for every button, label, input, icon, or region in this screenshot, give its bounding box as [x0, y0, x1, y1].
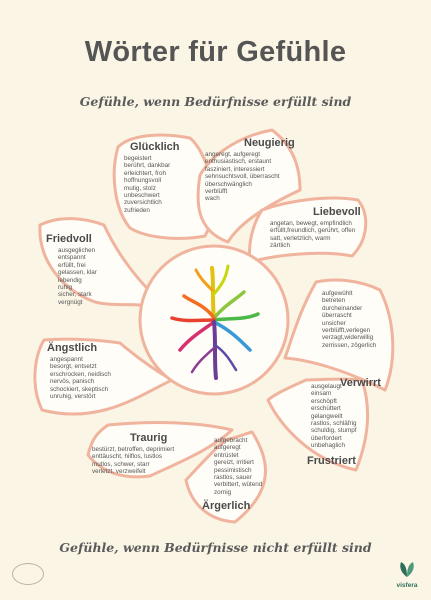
petal-head-frustriert: Frustriert	[307, 455, 356, 467]
petal-words-frustriert: ausgelaugt einsam erschöpft erschüttert …	[311, 383, 357, 450]
petal-head-aengstlich: Ängstlich	[47, 342, 98, 354]
petal-head-friedvoll: Friedvoll	[46, 233, 92, 245]
brand-name: visfera	[396, 582, 418, 589]
subtitle-fulfilled: Gefühle, wenn Bedürfnisse erfüllt sind	[79, 94, 352, 109]
petal-liebevoll	[248, 196, 368, 264]
petal-words-aergerlich: aufgebracht aufgeregt entrüstet gereizt,…	[214, 437, 263, 496]
page-title: Wörter für Gefühle	[84, 36, 347, 68]
petal-verwirrt	[283, 278, 395, 392]
petal-traurig	[86, 421, 234, 479]
petal-words-liebevoll: angetan, bewegt, empfindlich erfüllt,fre…	[270, 220, 356, 250]
petal-friedvoll	[38, 217, 174, 314]
petal-frustriert	[266, 377, 370, 472]
petal-neugierig	[196, 128, 302, 244]
petal-words-friedvoll: ausgeglichen entspannt erfüllt, frei gel…	[58, 247, 97, 306]
petal-aengstlich	[33, 337, 174, 416]
petal-head-aergerlich: Ärgerlich	[202, 500, 251, 512]
petal-head-traurig: Traurig	[130, 432, 168, 444]
petal-head-liebevoll: Liebevoll	[313, 206, 361, 218]
petal-words-neugierig: angeregt, aufgeregt enthusiastisch, erst…	[205, 151, 280, 203]
petal-head-neugierig: Neugierig	[244, 137, 295, 149]
petal-head-verwirrt: Verwirrt	[340, 377, 381, 389]
petal-words-verwirrt: aufgewühlt betreten durcheinander überra…	[322, 290, 377, 349]
petal-head-gluecklich: Glücklich	[130, 141, 180, 153]
tree-icon	[170, 264, 260, 380]
petal-words-aengstlich: angespannt besorgt, entsetzt erschrocken…	[50, 356, 111, 401]
petal-aergerlich	[184, 430, 267, 524]
seal-logo	[12, 563, 44, 585]
brand-logo: visfera	[391, 559, 423, 589]
leaf-icon	[400, 562, 414, 577]
petal-words-traurig: bestürzt, betroffen, deprimiert enttäusc…	[92, 446, 175, 476]
subtitle-unfulfilled: Gefühle, wenn Bedürfnisse nicht erfüllt …	[59, 540, 372, 555]
petal-words-gluecklich: begeistert berührt, dankbar erleichtert,…	[124, 155, 171, 214]
